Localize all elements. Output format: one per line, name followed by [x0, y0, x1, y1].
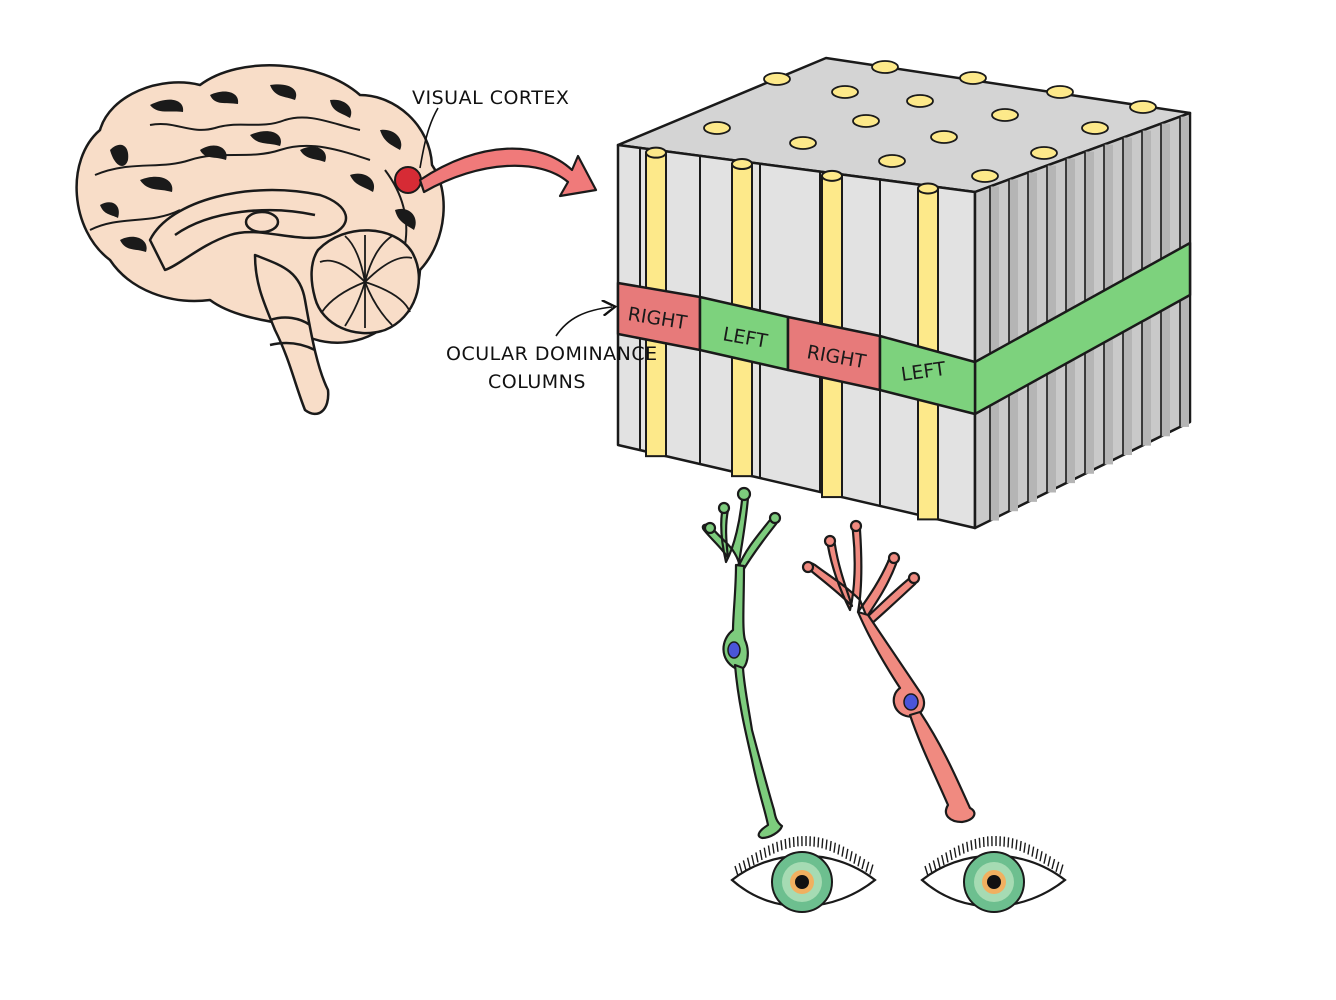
- left-eye-neuron: [701, 486, 784, 840]
- eyelash: [978, 837, 981, 848]
- eyelash: [776, 841, 779, 852]
- column-top-oval: [1030, 146, 1058, 160]
- eyelash: [746, 857, 751, 868]
- column-top-oval: [878, 154, 906, 168]
- eyelash: [784, 838, 787, 849]
- eyelash: [763, 847, 767, 858]
- column-top-oval: [871, 60, 899, 74]
- eyelash: [833, 842, 836, 853]
- eyelash: [759, 849, 763, 861]
- ocular-dominance-band: [616, 241, 1192, 416]
- eyelash: [865, 861, 870, 872]
- column-top-oval: [1081, 121, 1109, 135]
- column-top-oval: [991, 108, 1019, 122]
- eyelash: [949, 849, 953, 861]
- eyelash: [853, 853, 857, 864]
- column-top-oval: [959, 71, 987, 85]
- eyelash: [1035, 848, 1039, 859]
- eyelash: [821, 838, 824, 849]
- eyelash: [970, 840, 973, 851]
- eyelash: [767, 845, 771, 856]
- eyelash: [961, 843, 965, 854]
- eyelash: [738, 863, 743, 874]
- column-top-oval: [906, 94, 934, 108]
- column-tops: [703, 60, 1157, 183]
- eyelash: [829, 840, 832, 852]
- eyelash: [1055, 861, 1060, 872]
- eyelash: [945, 852, 949, 863]
- eyelash: [825, 839, 828, 850]
- right-neuron-nucleus: [903, 693, 919, 711]
- eyelash: [932, 860, 937, 871]
- column-top-oval: [1046, 85, 1074, 99]
- column-top-oval: [789, 136, 817, 150]
- eyelash: [1051, 858, 1056, 870]
- visual-cortex-marker: [394, 166, 422, 194]
- column-top-oval: [763, 72, 791, 86]
- eyelash: [1059, 864, 1064, 875]
- yellow-column-cap: [821, 169, 843, 182]
- left-eye-pupil: [795, 875, 809, 889]
- right-eye-lashes: [924, 836, 1064, 877]
- eyelash: [841, 846, 845, 857]
- eyelash: [974, 838, 977, 849]
- eyelash: [755, 852, 759, 863]
- band-segment-4: [878, 334, 977, 416]
- column-top-oval: [703, 121, 731, 135]
- eyelash: [1007, 837, 1010, 848]
- eyelash: [1011, 838, 1014, 849]
- eyelash: [924, 865, 929, 877]
- visual-cortex-label: VISUAL CORTEX: [412, 87, 569, 109]
- eyelash: [857, 856, 862, 867]
- brain-illustration: [75, 64, 445, 416]
- eyelash: [861, 858, 866, 870]
- column-top-oval: [831, 85, 859, 99]
- yellow-column-cap: [645, 146, 667, 159]
- eyelash: [928, 863, 933, 874]
- eyelash: [1039, 851, 1043, 862]
- yellow-column-cap: [917, 182, 939, 195]
- eyelash: [1023, 842, 1026, 853]
- eyelash: [936, 857, 941, 868]
- column-top-oval: [930, 130, 958, 144]
- ocular-dominance-label-line1: OCULAR DOMINANCE: [446, 343, 658, 365]
- left-eye-lashes: [734, 836, 874, 877]
- column-top-oval: [852, 114, 880, 128]
- eyelash: [966, 841, 969, 852]
- eyelash: [1043, 853, 1047, 864]
- eyelash: [849, 851, 853, 862]
- eyelash: [869, 864, 874, 875]
- eyelash: [845, 848, 849, 859]
- eyelash: [734, 865, 739, 877]
- eyelash: [751, 854, 755, 866]
- eyelash: [817, 837, 820, 848]
- eyelash: [953, 847, 957, 858]
- right-eye: [920, 836, 1067, 913]
- eyelash: [837, 844, 841, 855]
- eyelash: [957, 845, 961, 856]
- left-neuron-nucleus: [727, 641, 741, 659]
- left-eye: [730, 836, 877, 913]
- column-top-oval: [971, 169, 999, 183]
- column-top-oval: [1129, 100, 1157, 114]
- eyelash: [1031, 846, 1035, 857]
- visual-cortex-pointer: [419, 107, 439, 169]
- eyelash: [1019, 840, 1022, 852]
- ocular-dominance-pointer: [555, 307, 612, 337]
- eyelash: [1015, 839, 1018, 850]
- eyelash: [1047, 856, 1052, 867]
- ocular-dominance-label-line2: COLUMNS: [488, 371, 586, 393]
- eyelash: [788, 837, 791, 848]
- eyelash: [771, 843, 775, 854]
- right-eye-neuron: [801, 519, 976, 824]
- eyelash: [742, 860, 747, 871]
- yellow-column-cap: [731, 158, 753, 171]
- eyelash: [780, 840, 783, 851]
- right-eye-pupil: [987, 875, 1001, 889]
- eyelash: [1027, 844, 1031, 855]
- cortex-to-cube-arrow: [418, 147, 598, 198]
- eyelash: [941, 854, 945, 866]
